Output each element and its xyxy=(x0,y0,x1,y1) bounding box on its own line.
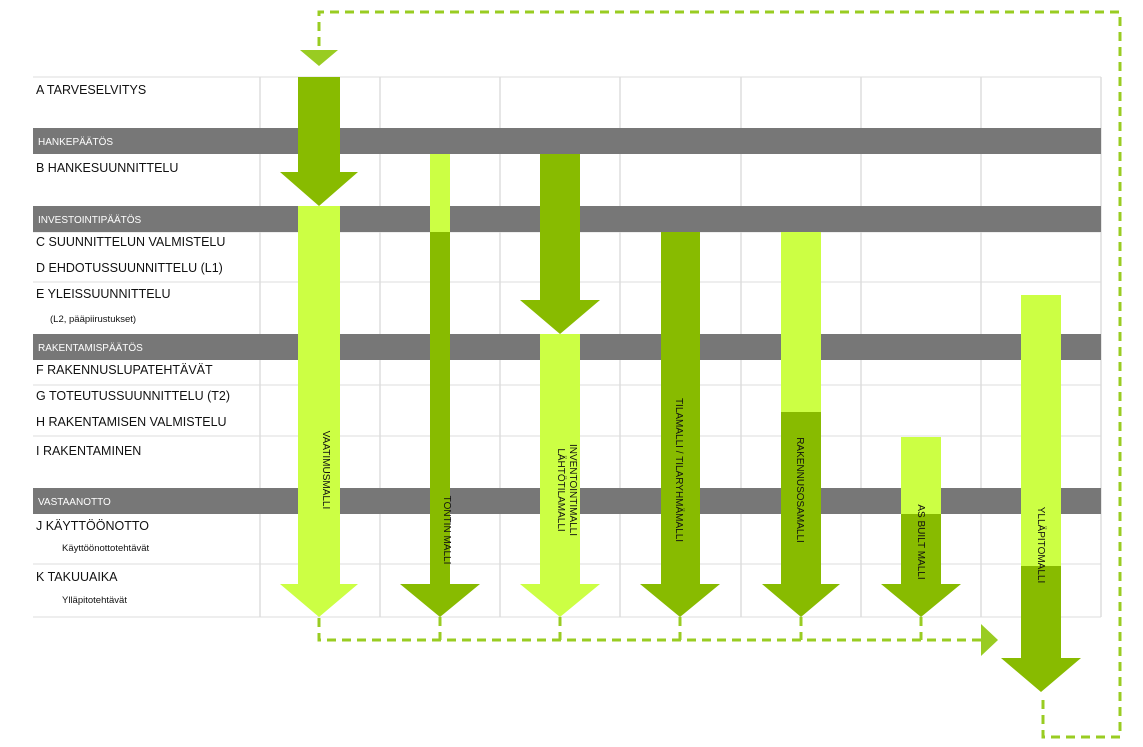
arrow-yllapitomalli: YLLÄPITOMALLI xyxy=(1001,295,1081,692)
phase-sub-k: Ylläpitotehtävät xyxy=(62,595,127,606)
phase-label-a: A TARVESELVITYS xyxy=(36,83,146,97)
arrow-tilamalli: TILAMALLI / TILARYHMÄMALLI xyxy=(640,232,720,617)
phase-label-b: B HANKESUUNNITTELU xyxy=(36,161,178,175)
milestone-label: INVESTOINTIPÄÄTÖS xyxy=(38,214,141,226)
phase-label-e: E YLEISSUUNNITTELU xyxy=(36,287,171,301)
collector-arrowhead xyxy=(981,624,998,656)
arrow-tontin-malli: TONTIN MALLI xyxy=(400,154,480,617)
milestone-label: VASTAANOTTO xyxy=(38,497,111,508)
model-label-vaatimusmalli: VAATIMUSMALLI xyxy=(320,431,331,510)
flow-arrowheads xyxy=(300,50,998,656)
phase-label-c: C SUUNNITTELUN VALMISTELU xyxy=(36,235,225,249)
phase-label-j: J KÄYTTÖÖNOTTO xyxy=(36,519,149,533)
phase-labels: A TARVESELVITYS B HANKESUUNNITTELU C SUU… xyxy=(36,83,230,606)
phase-label-h: H RAKENTAMISEN VALMISTELU xyxy=(36,415,227,429)
milestone-hankepaatos: HANKEPÄÄTÖS xyxy=(33,128,1101,154)
phase-sub-j: Käyttöönottotehtävät xyxy=(62,543,150,554)
top-arrowhead xyxy=(300,50,338,66)
model-label-rakennusosamalli: RAKENNUSOSAMALLI xyxy=(794,437,805,543)
phase-label-f: F RAKENNUSLUPATEHTÄVÄT xyxy=(36,363,213,377)
model-label-inventointimalli-2: LÄHTÖTILAMALLI xyxy=(555,448,567,531)
model-label-tontin-malli: TONTIN MALLI xyxy=(441,496,452,565)
phase-sub-e: (L2, pääpiirustukset) xyxy=(50,314,136,325)
model-label-as-built-malli: AS BUILT MALLI xyxy=(915,504,926,579)
phase-label-i: I RAKENTAMINEN xyxy=(36,444,141,458)
arrow-inventointimalli: INVENTOINTIMALLI LÄHTÖTILAMALLI xyxy=(520,154,600,617)
feedback-loop-line xyxy=(317,10,1122,739)
phase-label-d: D EHDOTUSSUUNNITTELU (L1) xyxy=(36,261,223,275)
model-arrows: VAATIMUSMALLI TONTIN MALLI INVENTOINTIMA… xyxy=(280,77,1081,692)
collector-line xyxy=(317,617,981,642)
arrow-vaatimusmalli: VAATIMUSMALLI xyxy=(280,77,358,617)
dashed-flow xyxy=(317,10,1122,739)
milestone-label: RAKENTAMISPÄÄTÖS xyxy=(38,342,143,354)
model-label-inventointimalli-1: INVENTOINTIMALLI xyxy=(567,444,578,536)
phase-label-g: G TOTEUTUSSUUNNITTELU (T2) xyxy=(36,389,230,403)
milestone-label: HANKEPÄÄTÖS xyxy=(38,136,113,148)
arrow-rakennusosamalli: RAKENNUSOSAMALLI xyxy=(762,232,840,617)
model-label-yllapitomalli: YLLÄPITOMALLI xyxy=(1035,507,1047,584)
phase-label-k: K TAKUUAIKA xyxy=(36,570,118,584)
arrow-as-built-malli: AS BUILT MALLI xyxy=(881,437,961,617)
model-label-tilamalli: TILAMALLI / TILARYHMÄMALLI xyxy=(673,398,685,542)
